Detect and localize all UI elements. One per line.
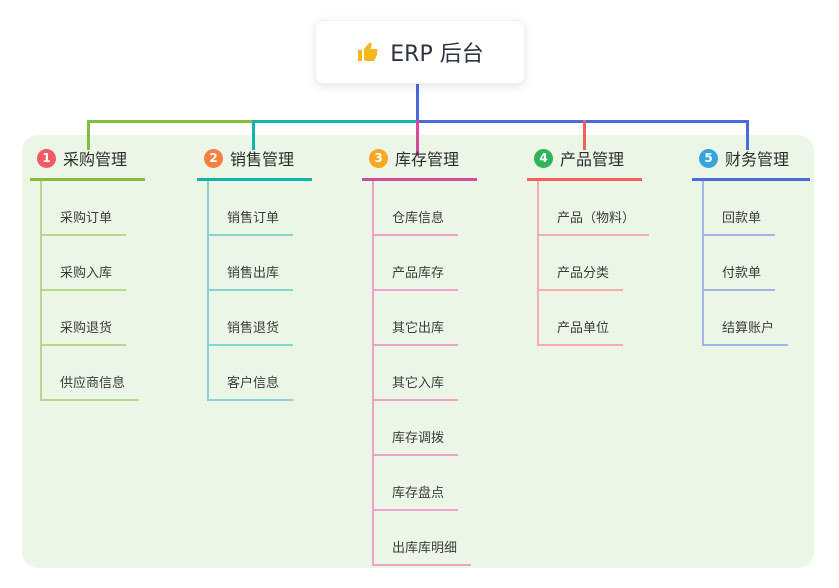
mindmap-background-panel [22,135,814,568]
branch-header[interactable]: 2 销售管理 [197,146,312,181]
child-node[interactable]: 其它出库 [374,291,459,346]
child-node[interactable]: 采购订单 [42,181,127,236]
child-label: 仓库信息 [392,211,445,226]
child-label: 回款单 [722,211,762,226]
child-label: 库存调拨 [392,431,445,446]
branch-label: 财务管理 [725,150,790,169]
child-node[interactable]: 产品单位 [539,291,624,346]
child-node[interactable]: 产品分类 [539,236,624,291]
child-node[interactable]: 回款单 [704,181,776,236]
branch-header[interactable]: 5 财务管理 [692,146,810,181]
child-label: 销售退货 [227,321,280,336]
root-label: ERP 后台 [390,42,484,67]
child-node[interactable]: 付款单 [704,236,776,291]
connector-branch-drop-1 [87,120,90,150]
branch-number-badge: 3 [369,148,388,168]
connector-root [416,82,419,122]
branch-header[interactable]: 4 产品管理 [527,146,642,181]
child-node[interactable]: 销售出库 [209,236,294,291]
branch-children: 回款单付款单结算账户 [702,181,810,346]
branch-node: 2 销售管理销售订单销售出库销售退货客户信息 [197,146,312,401]
child-node[interactable]: 采购退货 [42,291,127,346]
branch-children: 产品（物料） 产品分类产品单位 [537,181,650,346]
child-label: 采购入库 [60,266,113,281]
child-label: 结算账户 [722,321,775,336]
child-label: 销售出库 [227,266,280,281]
child-label: 库存盘点 [392,486,445,501]
child-label: 产品分类 [557,266,610,281]
branch-node: 1 采购管理采购订单采购入库采购退货供应商信息 [30,146,145,401]
thumbs-up-icon [356,40,380,64]
child-label: 产品（物料） [557,211,636,226]
child-label: 供应商信息 [60,376,126,391]
child-label: 客户信息 [227,376,280,391]
child-node[interactable]: 其它入库 [374,346,459,401]
child-label: 采购退货 [60,321,113,336]
branch-node: 4 产品管理产品（物料） 产品分类产品单位 [527,146,650,346]
child-label: 出库库明细 [392,541,458,556]
branch-children: 采购订单采购入库采购退货供应商信息 [40,181,145,401]
child-node[interactable]: 供应商信息 [42,346,140,401]
child-node[interactable]: 库存调拨 [374,401,459,456]
child-node[interactable]: 结算账户 [704,291,789,346]
child-label: 产品库存 [392,266,445,281]
child-label: 产品单位 [557,321,610,336]
branch-label: 库存管理 [395,150,460,169]
child-node[interactable]: 产品（物料） [539,181,650,236]
connector-branch-drop-3 [416,120,419,156]
branch-children: 仓库信息产品库存其它出库其它入库库存调拨库存盘点出库库明细 [372,181,477,566]
child-node[interactable]: 销售订单 [209,181,294,236]
child-node[interactable]: 销售退货 [209,291,294,346]
child-node[interactable]: 库存盘点 [374,456,459,511]
child-node[interactable]: 客户信息 [209,346,294,401]
child-node[interactable]: 产品库存 [374,236,459,291]
branch-label: 销售管理 [230,150,295,169]
child-node[interactable]: 出库库明细 [374,511,472,566]
connector-branch-drop-4 [583,120,586,150]
branch-number-badge: 2 [204,148,223,168]
connector-bus-segment-2 [252,120,419,123]
child-label: 采购订单 [60,211,113,226]
branch-header[interactable]: 1 采购管理 [30,146,145,181]
branch-label: 采购管理 [63,150,128,169]
connector-bus-segment-1 [87,120,253,123]
child-node[interactable]: 采购入库 [42,236,127,291]
branch-header[interactable]: 3 库存管理 [362,146,477,181]
branch-number-badge: 5 [699,148,718,168]
root-node[interactable]: ERP 后台 [315,20,525,84]
connector-branch-drop-2 [252,120,255,150]
branch-number-badge: 4 [534,148,553,168]
branch-number-badge: 1 [37,148,56,168]
child-label: 销售订单 [227,211,280,226]
branch-node: 5 财务管理回款单付款单结算账户 [692,146,810,346]
connector-branch-drop-5 [746,120,749,150]
branch-children: 销售订单销售出库销售退货客户信息 [207,181,312,401]
child-label: 付款单 [722,266,762,281]
branch-node: 3 库存管理仓库信息产品库存其它出库其它入库库存调拨库存盘点出库库明细 [362,146,477,566]
child-label: 其它入库 [392,376,445,391]
child-label: 其它出库 [392,321,445,336]
branch-label: 产品管理 [560,150,625,169]
child-node[interactable]: 仓库信息 [374,181,459,236]
